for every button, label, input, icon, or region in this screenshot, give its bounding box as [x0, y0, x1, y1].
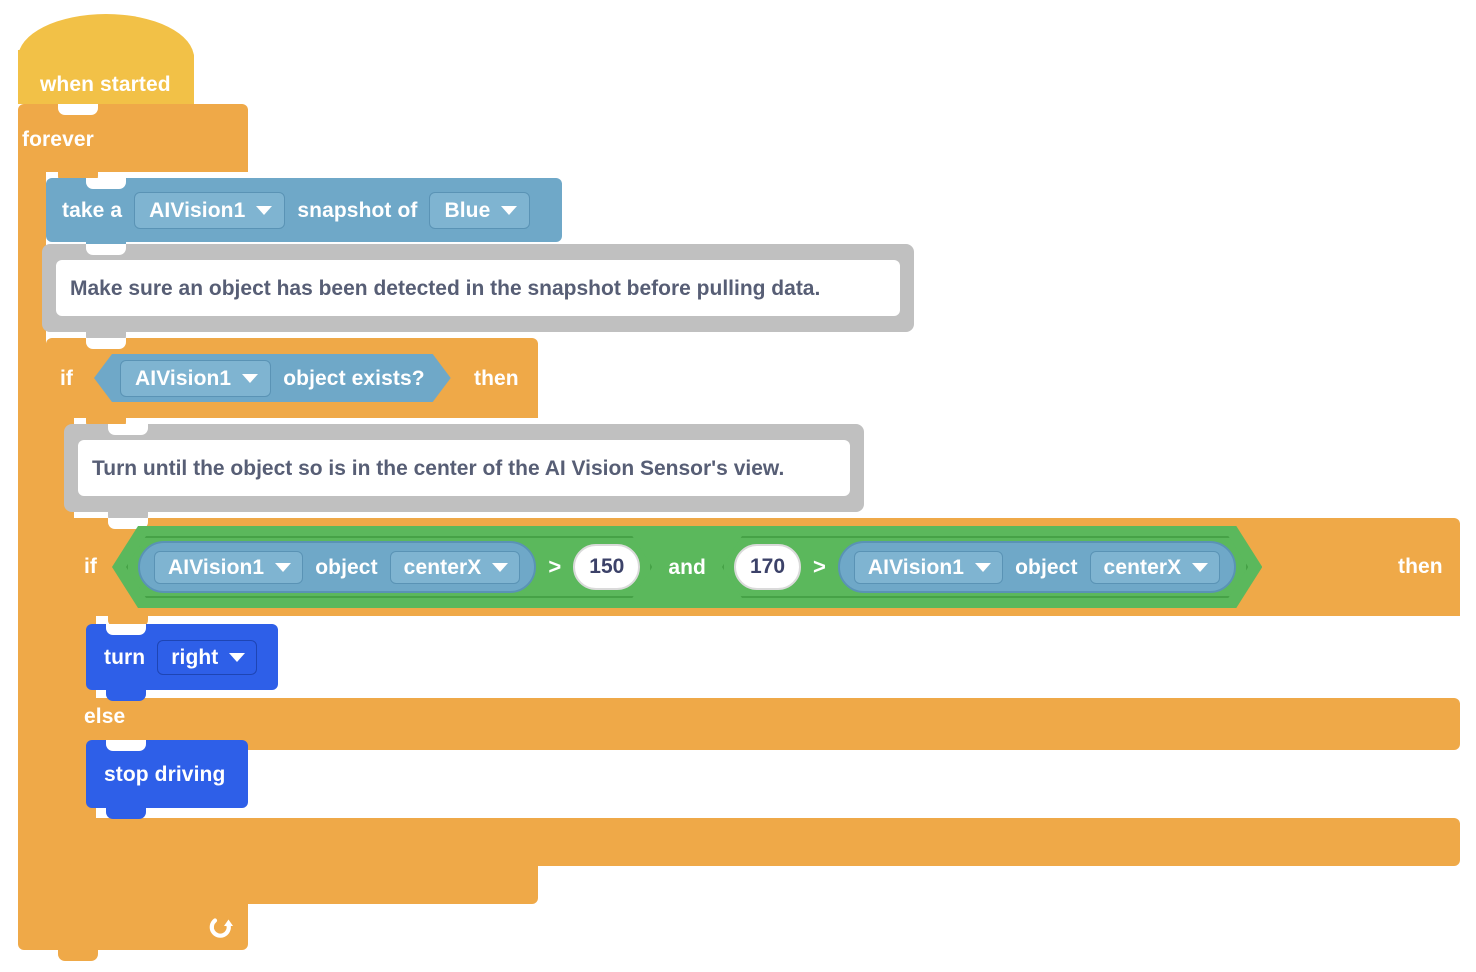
notch-tab-comment1: [86, 332, 126, 343]
left-property-dropdown[interactable]: centerX: [390, 551, 521, 584]
comment-block-center-view[interactable]: Turn until the object so is in the cente…: [64, 424, 864, 512]
right-property-value: centerX: [1103, 555, 1182, 579]
comment-text: Make sure an object has been detected in…: [70, 276, 821, 300]
snapshot-signature-value: Blue: [444, 198, 491, 222]
notch-tab-if-inner: [108, 616, 148, 627]
block-forever-bottom[interactable]: [18, 898, 248, 950]
forever-top-notch: [58, 104, 98, 115]
left-comparator: >: [548, 554, 562, 579]
stop-driving-label: stop driving: [104, 762, 226, 786]
left-device-value: AIVision1: [168, 555, 265, 579]
right-value-text: 170: [749, 555, 786, 578]
chevron-down-icon: [501, 205, 518, 215]
notch-tab-stop: [106, 808, 146, 819]
chevron-down-icon: [275, 563, 291, 572]
chevron-down-icon: [242, 374, 258, 383]
if-outer-if-label: if: [60, 367, 74, 390]
chevron-down-icon: [975, 563, 991, 572]
snapshot-device-value: AIVision1: [149, 198, 246, 222]
comment-inner-box: Turn until the object so is in the cente…: [78, 440, 850, 496]
left-device-dropdown[interactable]: AIVision1: [154, 551, 303, 584]
boolean-and-operator[interactable]: AIVision1 object centerX > 150 and 170 >: [112, 526, 1262, 608]
left-object-label: object: [315, 555, 378, 579]
snapshot-device-dropdown[interactable]: AIVision1: [134, 191, 286, 229]
comment-inner-box: Make sure an object has been detected in…: [56, 260, 900, 316]
block-forever-spine: [18, 168, 46, 906]
left-value-text: 150: [589, 555, 625, 578]
right-comparator: >: [813, 554, 826, 579]
notch-tab-comment2: [108, 512, 148, 523]
reporter-aivision-centerx-right[interactable]: AIVision1 object centerX: [838, 541, 1236, 593]
right-property-dropdown[interactable]: centerX: [1090, 551, 1221, 584]
comment2-top-notch: [108, 424, 148, 435]
right-device-dropdown[interactable]: AIVision1: [854, 551, 1003, 584]
chevron-down-icon: [492, 563, 508, 572]
notch-tab-if-outer: [86, 418, 126, 429]
turn-direction-value: right: [171, 645, 219, 669]
snapshot-signature-dropdown[interactable]: Blue: [429, 191, 531, 229]
if-inner-if-label: if: [84, 555, 98, 578]
if-inner-top-notch: [108, 518, 148, 529]
boolean-object-exists[interactable]: AIVision1 object exists?: [94, 354, 451, 402]
snapshot-middle-label: snapshot of: [297, 198, 418, 222]
and-operator-label: and: [668, 555, 706, 579]
object-exists-device-value: AIVision1: [135, 366, 232, 390]
reporter-aivision-centerx-left[interactable]: AIVision1 object centerX: [138, 541, 536, 593]
stop-top-notch: [106, 740, 146, 751]
if-outer-top-notch: [86, 338, 126, 349]
left-value-input[interactable]: 150: [573, 544, 640, 590]
notch-tab-if-outer-bottom: [58, 904, 98, 915]
block-stop-driving[interactable]: stop driving: [86, 740, 248, 808]
if-inner-then-label: then: [1398, 555, 1443, 578]
forever-label: forever: [22, 128, 94, 151]
snapshot-prefix-label: take a: [62, 198, 123, 222]
notch-tab-forever-bottom: [58, 950, 98, 961]
turn-label: turn: [104, 645, 146, 669]
block-if-inner-else-bar[interactable]: [68, 698, 1460, 750]
chevron-down-icon: [256, 205, 273, 215]
chevron-down-icon: [229, 652, 246, 662]
comparison-greater-right[interactable]: 170 > AIVision1 object centerX: [722, 536, 1248, 598]
block-take-snapshot[interactable]: take a AIVision1 snapshot of Blue: [46, 178, 562, 242]
comment1-top-notch: [86, 244, 126, 255]
snapshot-top-notch: [86, 178, 126, 189]
block-forever-top[interactable]: [18, 104, 248, 172]
block-when-started[interactable]: when started: [18, 14, 194, 104]
object-exists-device-dropdown[interactable]: AIVision1: [120, 360, 271, 397]
notch-tab-if-inner-bottom: [86, 866, 126, 877]
object-exists-label: object exists?: [283, 366, 425, 390]
if-outer-then-label: then: [474, 367, 519, 390]
block-turn[interactable]: turn right: [86, 624, 278, 690]
comparison-greater-left[interactable]: AIVision1 object centerX > 150: [126, 536, 652, 598]
chevron-down-icon: [1192, 563, 1208, 572]
notch-tab-turn: [106, 690, 146, 701]
right-device-value: AIVision1: [867, 555, 965, 579]
notch-tab-forever: [58, 172, 98, 183]
hat-body: [18, 50, 194, 104]
when-started-label: when started: [40, 73, 171, 96]
right-value-input[interactable]: 170: [734, 544, 801, 590]
turn-direction-dropdown[interactable]: right: [157, 639, 258, 675]
block-if-inner-bottom[interactable]: [68, 818, 1460, 866]
left-property-value: centerX: [403, 555, 482, 579]
comment-text: Turn until the object so is in the cente…: [92, 456, 785, 480]
loop-arrow-icon: [205, 908, 237, 940]
if-inner-else-label: else: [84, 705, 126, 728]
turn-top-notch: [106, 624, 146, 635]
comment-block-detection[interactable]: Make sure an object has been detected in…: [42, 244, 914, 332]
right-object-label: object: [1015, 555, 1078, 579]
